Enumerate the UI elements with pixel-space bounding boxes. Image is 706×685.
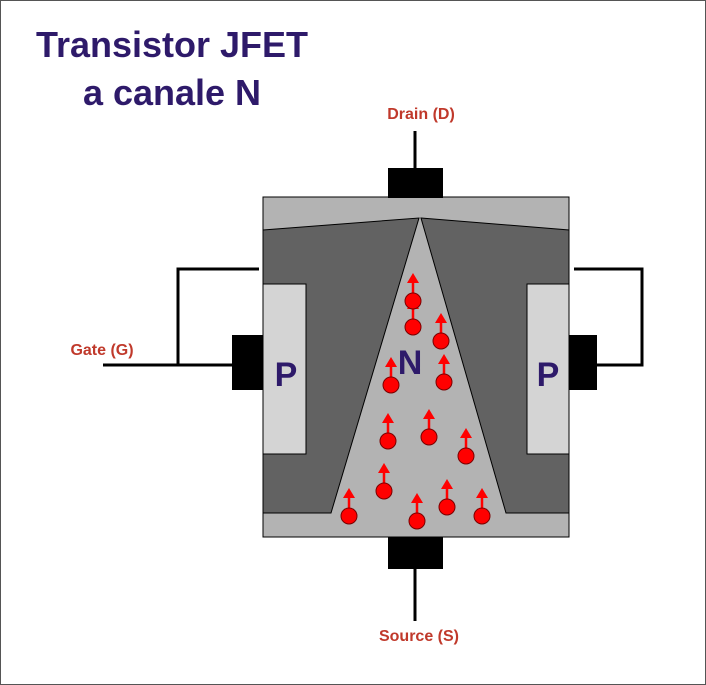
channel-label: N bbox=[398, 344, 423, 382]
electron-dot bbox=[382, 376, 400, 394]
electron-dot bbox=[404, 292, 422, 310]
electron-arrow-head bbox=[343, 488, 355, 498]
electron-arrow-head bbox=[460, 428, 472, 438]
electron-dot bbox=[420, 428, 438, 446]
gate-label: Gate (G) bbox=[70, 342, 133, 359]
electron-dot bbox=[340, 507, 358, 525]
electron-arrow-head bbox=[435, 313, 447, 323]
electron-arrow-head bbox=[441, 479, 453, 489]
electron bbox=[435, 354, 453, 391]
gate-right-wire bbox=[574, 267, 644, 367]
electron-arrow-head bbox=[382, 413, 394, 423]
drain-contact bbox=[388, 168, 443, 198]
electron-arrow-head bbox=[423, 409, 435, 419]
electron bbox=[382, 357, 400, 394]
electron-arrow-head bbox=[407, 273, 419, 283]
electron-dot bbox=[473, 507, 491, 525]
electron bbox=[432, 313, 450, 350]
drain-label: Drain (D) bbox=[387, 106, 455, 123]
electron bbox=[408, 493, 426, 530]
electron bbox=[379, 413, 397, 450]
electron bbox=[457, 428, 475, 465]
p-label-left: P bbox=[275, 356, 298, 394]
electron bbox=[438, 479, 456, 516]
source-label: Source (S) bbox=[379, 628, 459, 645]
electron-arrow-head bbox=[378, 463, 390, 473]
electron-dot bbox=[435, 373, 453, 391]
electron-dot bbox=[408, 512, 426, 530]
electron bbox=[420, 409, 438, 446]
electron-arrow-head bbox=[476, 488, 488, 498]
p-region-right bbox=[526, 283, 570, 455]
electron-carriers bbox=[340, 273, 491, 530]
title-line-1: Transistor JFET bbox=[35, 24, 309, 65]
electron-arrow-head bbox=[438, 354, 450, 364]
electron-dot bbox=[438, 498, 456, 516]
electron bbox=[340, 488, 358, 525]
electron-dot bbox=[457, 447, 475, 465]
gate-contact-left bbox=[232, 335, 263, 390]
wires bbox=[103, 131, 644, 621]
electron-dot bbox=[379, 432, 397, 450]
electron bbox=[404, 273, 422, 310]
electron-dot bbox=[375, 482, 393, 500]
electron bbox=[375, 463, 393, 500]
electron-arrow-head bbox=[411, 493, 423, 503]
electron-arrow-head bbox=[385, 357, 397, 367]
electron-dot bbox=[404, 318, 422, 336]
title-line-2: a canale N bbox=[82, 72, 262, 113]
source-contact bbox=[388, 537, 443, 569]
p-label-right: P bbox=[537, 356, 560, 394]
gate-left-wire bbox=[176, 267, 259, 365]
gate-contact-right bbox=[569, 335, 597, 390]
electron-dot bbox=[432, 332, 450, 350]
electron bbox=[473, 488, 491, 525]
